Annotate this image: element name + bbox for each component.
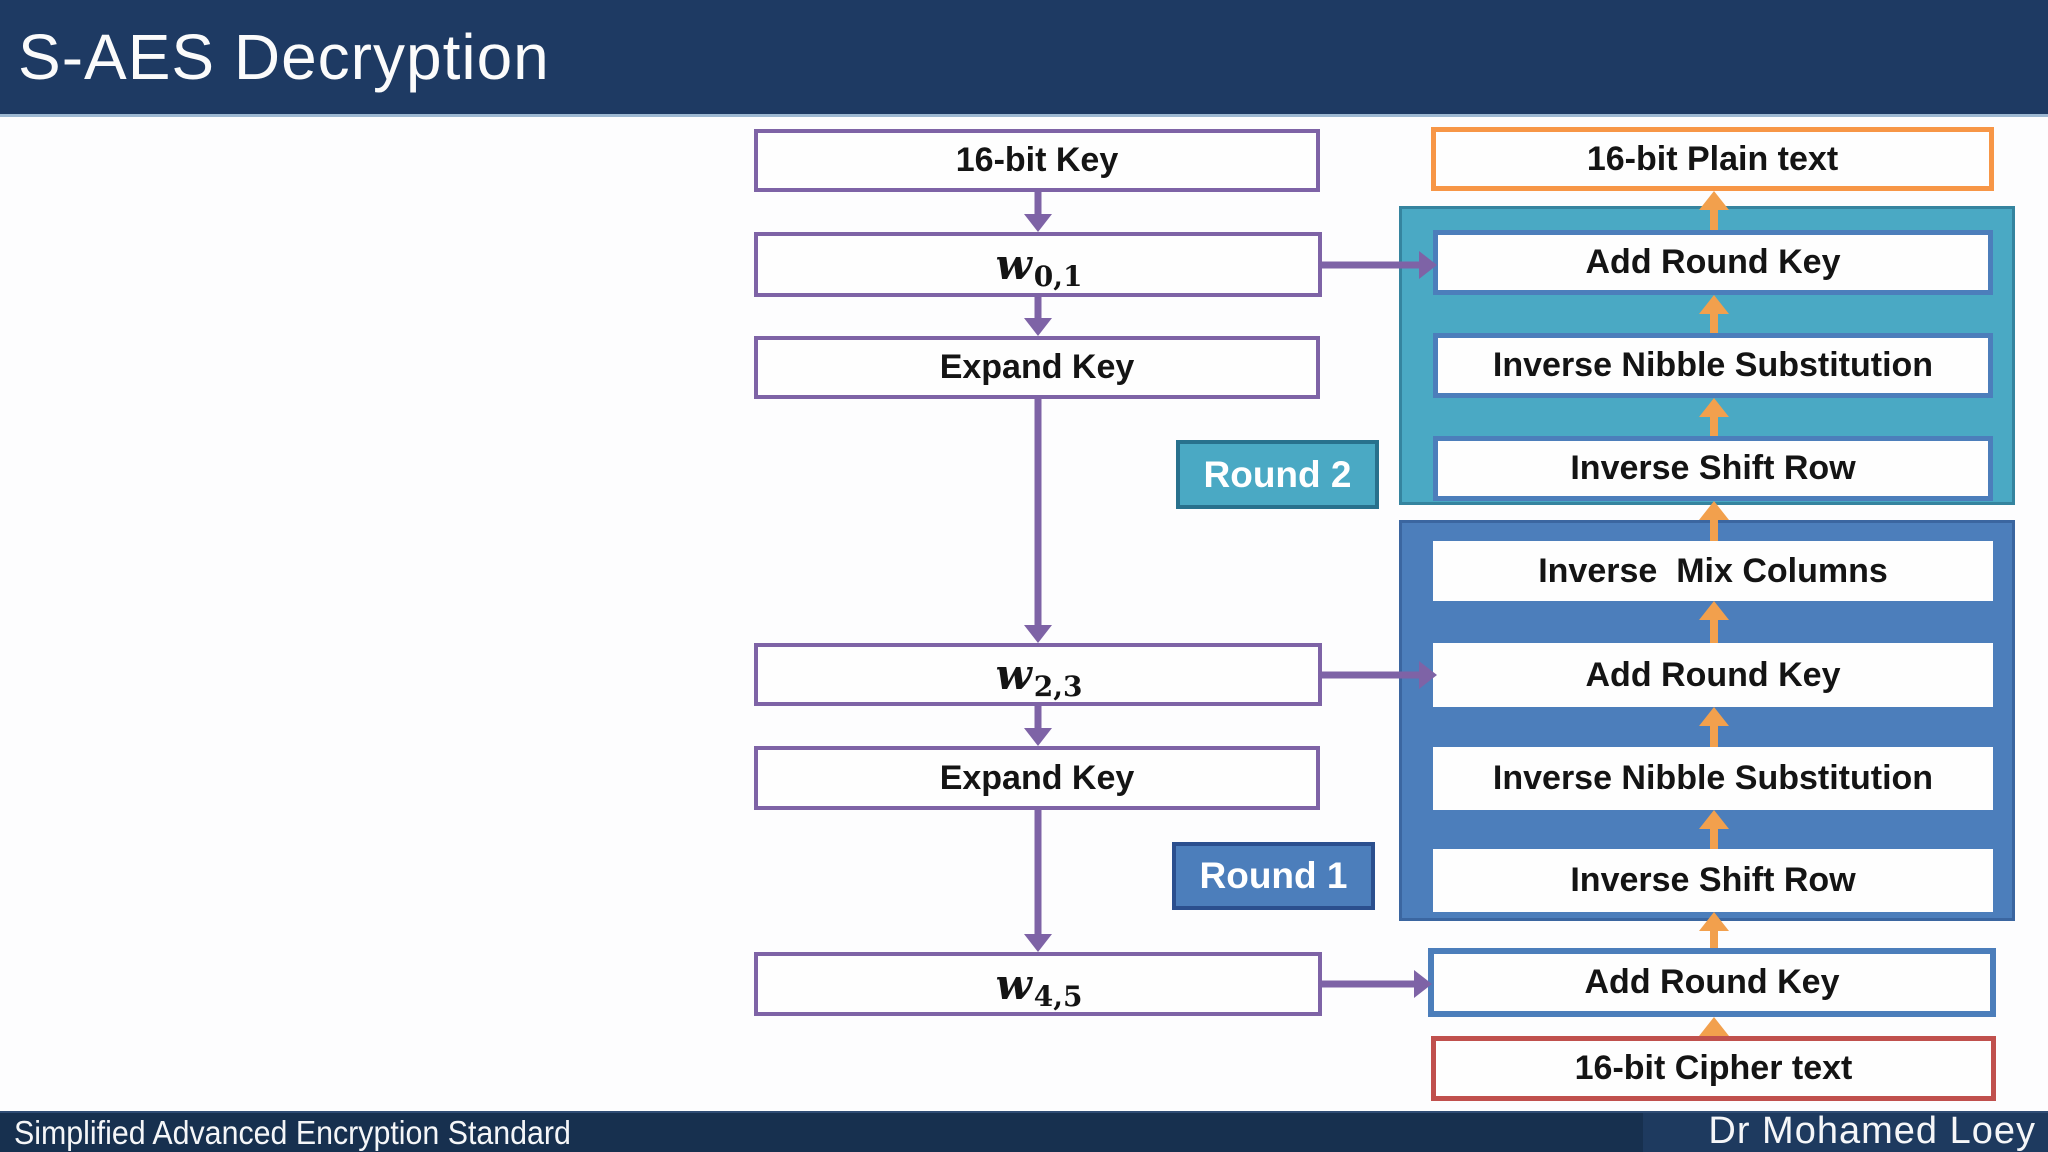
box-16bit-key-label: 16-bit Key bbox=[955, 141, 1119, 179]
round1-add-round-key: Add Round Key bbox=[1433, 643, 1993, 707]
footer-accent-box bbox=[1643, 1113, 2048, 1152]
round1-inverse-nibble-substitution-label: Inverse Nibble Substitution bbox=[1492, 759, 1934, 797]
footer-author: Dr Mohamed Loey bbox=[1708, 1109, 2036, 1152]
round2-label: Round 2 bbox=[1176, 440, 1379, 509]
arrow-down-key-to-w01 bbox=[1024, 192, 1052, 232]
box-expand-key-2: Expand Key bbox=[754, 746, 1320, 810]
round1-add-round-key-label: Add Round Key bbox=[1585, 655, 1841, 694]
final-add-round-key-label: Add Round Key bbox=[1584, 963, 1840, 1001]
round1-inverse-mix-columns: Inverse Mix Columns bbox=[1433, 541, 1993, 601]
title-bar: S-AES Decryption bbox=[0, 0, 2048, 117]
arrow-down-expand1-to-w23 bbox=[1024, 399, 1052, 643]
arrow-down-expand2-to-w45 bbox=[1024, 810, 1052, 952]
round1-inverse-shift-row-label: Inverse Shift Row bbox=[1570, 861, 1856, 899]
box-16bit-key: 16-bit Key bbox=[754, 129, 1320, 192]
arrow-up-addroundkey-to-plaintext bbox=[1699, 191, 1729, 230]
arrow-up-invshift-to-invnibble-r2 bbox=[1699, 398, 1729, 436]
arrow-up-invshift-to-invnibble-r1 bbox=[1699, 810, 1729, 849]
w23-base: w bbox=[995, 650, 1032, 699]
round1-label-text: Round 1 bbox=[1199, 855, 1348, 896]
round2-add-round-key: Add Round Key bbox=[1433, 230, 1993, 295]
round1-inverse-mix-columns-label: Inverse Mix Columns bbox=[1538, 551, 1888, 590]
arrow-down-w23-to-expand2 bbox=[1024, 706, 1052, 746]
page-title: S-AES Decryption bbox=[18, 21, 550, 93]
w45-subscript: 4,5 bbox=[1033, 979, 1083, 1013]
arrow-right-w01-to-round2 bbox=[1322, 251, 1437, 279]
arrow-up-invmix-to-invshift-r2 bbox=[1699, 501, 1729, 541]
arrow-up-invnibble-to-addroundkey-r1 bbox=[1699, 707, 1729, 747]
round2-inverse-nibble-substitution: Inverse Nibble Substitution bbox=[1433, 333, 1993, 398]
arrow-right-w45-to-final bbox=[1322, 970, 1432, 998]
round2-inverse-shift-row-label: Inverse Shift Row bbox=[1570, 449, 1856, 487]
arrow-right-w23-to-round1 bbox=[1322, 661, 1437, 689]
w01-subscript: 0,1 bbox=[1033, 260, 1083, 293]
round2-inverse-shift-row: Inverse Shift Row bbox=[1433, 436, 1993, 501]
w23-subscript: 2,3 bbox=[1033, 670, 1083, 703]
round2-inverse-nibble-substitution-label: Inverse Nibble Substitution bbox=[1492, 346, 1934, 384]
round1-label: Round 1 bbox=[1172, 842, 1375, 910]
round1-inverse-shift-row: Inverse Shift Row bbox=[1433, 849, 1993, 912]
arrow-up-addroundkey-to-invmix-r1 bbox=[1699, 601, 1729, 643]
arrow-up-ciphertext-to-finaladd bbox=[1699, 1017, 1729, 1036]
arrow-up-invnibble-to-addroundkey-r2 bbox=[1699, 295, 1729, 333]
box-expand-key-1-label: Expand Key bbox=[939, 348, 1135, 386]
box-expand-key-2-label: Expand Key bbox=[939, 758, 1135, 797]
footer-course-title: Simplified Advanced Encryption Standard bbox=[14, 1114, 571, 1151]
round1-inverse-nibble-substitution: Inverse Nibble Substitution bbox=[1433, 747, 1993, 810]
box-16bit-plain-text-label: 16-bit Plain text bbox=[1586, 139, 1839, 178]
w45-base: w bbox=[995, 959, 1032, 1009]
box-16bit-plain-text: 16-bit Plain text bbox=[1431, 127, 1994, 191]
arrow-down-w01-to-expand1 bbox=[1024, 297, 1052, 336]
box-16bit-cipher-text: 16-bit Cipher text bbox=[1431, 1036, 1996, 1101]
final-add-round-key: Add Round Key bbox=[1428, 948, 1996, 1017]
arrow-up-finaladd-to-invshift-r1 bbox=[1699, 912, 1729, 948]
round2-add-round-key-label: Add Round Key bbox=[1585, 243, 1841, 281]
round2-label-text: Round 2 bbox=[1203, 453, 1352, 495]
w01-base: w bbox=[995, 240, 1032, 289]
box-16bit-cipher-text-label: 16-bit Cipher text bbox=[1574, 1049, 1853, 1087]
box-expand-key-1: Expand Key bbox=[754, 336, 1320, 399]
